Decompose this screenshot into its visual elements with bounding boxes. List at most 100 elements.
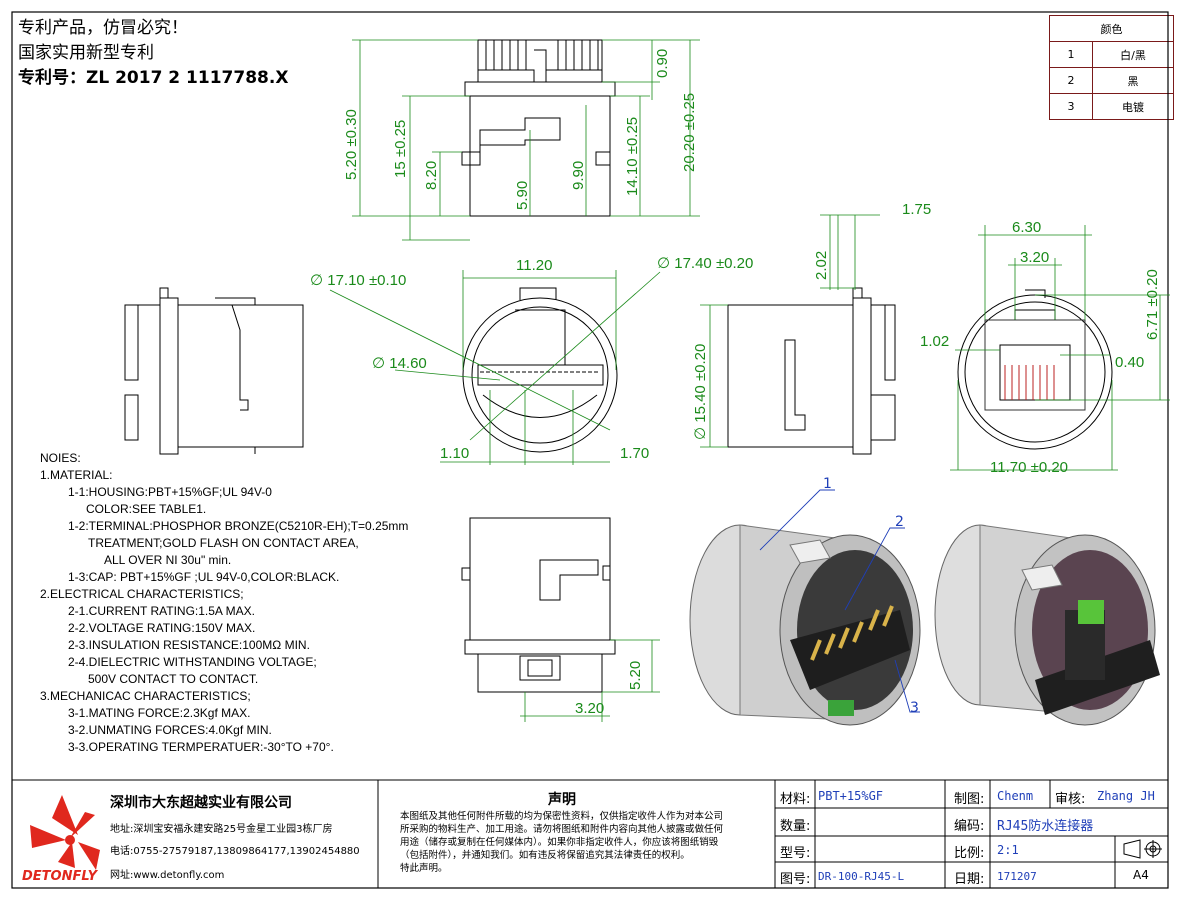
callout-2: 2: [895, 514, 904, 530]
note-heading: NOIES:: [40, 451, 81, 465]
dim-front-1-10: 1.10: [440, 445, 469, 462]
company-address: 地址:深圳宝安福永建安路25号金星工业园3栋厂房: [110, 824, 333, 835]
statement-title: 声明: [548, 792, 576, 808]
company-logo: [30, 795, 100, 870]
note-line: 1-2:TERMINAL:PHOSPHOR BRONZE(C5210R-EH);…: [68, 519, 409, 533]
dim-end-11-70: 11.70 ±0.20: [990, 459, 1068, 476]
note-line: TREATMENT;GOLD FLASH ON CONTACT AREA,: [88, 536, 359, 550]
dim-end-0-40: 0.40: [1115, 354, 1144, 371]
dim-side-2-02: 2.02: [813, 251, 830, 280]
bottom-view: [461, 517, 616, 693]
top-view: [461, 39, 616, 217]
dim-end-6-30: 6.30: [1012, 219, 1041, 236]
material-value: PBT+15%GF: [818, 789, 884, 803]
dim-top-14-10: 14.10 ±0.25: [624, 117, 641, 196]
note-line: 3-3.OPERATING TERMPERATUER:-30°TO +70°.: [68, 740, 334, 754]
front-view-dims: [329, 270, 661, 465]
left-side-view: [124, 287, 304, 455]
statement-body: 本图纸及其他任何附件所载的均为保密性资料，仅供指定收件人作为对本公司 所采购的物…: [400, 810, 723, 875]
right-side-view: [727, 287, 896, 455]
patent-notice: 专利产品，仿冒必究！ 国家实用新型专利 专利号：ZL 2017 2 111778…: [18, 16, 288, 91]
scale-value: 2:1: [997, 843, 1019, 857]
callout-leaders: [759, 489, 920, 713]
statement-line: 用途（储存或复制在任何媒体内）。如果你非指定收件人，你应该将图纸销毁: [400, 837, 719, 848]
iso-view-2: [934, 524, 1160, 726]
callout-1: 1: [823, 476, 832, 492]
code-label: 编码:: [954, 819, 985, 834]
note-line: 3-2.UNMATING FORCES:4.0Kgf MIN.: [68, 723, 272, 737]
logo-text: DETONFLY: [22, 869, 99, 884]
right-side-dims: [700, 214, 880, 448]
drawn-value: Chenm: [997, 789, 1034, 803]
statement-line: （包括附件），并通知我们。如有违反将保留追究其法律责任的权利。: [400, 850, 690, 861]
dim-front-1-70: 1.70: [620, 445, 649, 462]
dim-bottom-3-20: 3.20: [575, 700, 604, 717]
callout-3: 3: [910, 700, 919, 716]
company-name: 深圳市大东超越实业有限公司: [110, 795, 292, 811]
dim-top-5-20: 5.20 ±0.30: [343, 109, 360, 180]
color-row-no: 2: [1049, 67, 1093, 94]
note-line: 2-1.CURRENT RATING:1.5A MAX.: [68, 604, 255, 618]
title-block-lines: [12, 779, 1168, 888]
end-view: [957, 289, 1113, 450]
dim-end-6-71: 6.71 ±0.20: [1144, 269, 1161, 340]
date-label: 日期:: [954, 872, 985, 887]
dim-front-14-60: ∅ 14.60: [372, 355, 427, 372]
end-view-dims: [950, 225, 1170, 471]
drawing-frame: [11, 11, 1169, 889]
color-row-value: 电镀: [1092, 93, 1174, 120]
dim-top-8-20: 8.20: [423, 161, 440, 190]
drawn-label: 制图:: [954, 792, 985, 807]
note-line: 500V CONTACT TO CONTACT.: [88, 672, 259, 686]
front-view: [462, 287, 618, 453]
drawing-no-label: 图号:: [780, 872, 811, 887]
qty-label: 数量:: [780, 819, 811, 834]
note-line: 2-2.VOLTAGE RATING:150V MAX.: [68, 621, 256, 635]
color-table-header: 颜色: [1049, 15, 1174, 42]
scale-label: 比例:: [954, 846, 985, 861]
projection-symbol: [1123, 839, 1162, 859]
dim-top-5-90: 5.90: [514, 181, 531, 210]
company-phone: 电话:0755-27579187,13809864177,13902454880: [110, 846, 360, 857]
note-line: 1.MATERIAL:: [40, 468, 113, 482]
note-line: 1-1:HOUSING:PBT+15%GF;UL 94V-0: [68, 485, 272, 499]
sheet-size: A4: [1133, 868, 1149, 882]
review-label: 审核:: [1055, 792, 1086, 807]
statement-line: 本图纸及其他任何附件所载的均为保密性资料，仅供指定收件人作为对本公司: [400, 811, 724, 822]
dim-top-20-20: 20.20 ±0.25: [681, 93, 698, 172]
note-line: 2-3.INSULATION RESISTANCE:100MΩ MIN.: [68, 638, 310, 652]
dim-end-1-02: 1.02: [920, 333, 949, 350]
review-value: Zhang JH: [1097, 789, 1155, 803]
dim-side-1-75: 1.75: [902, 201, 931, 218]
dim-top-9-90: 9.90: [570, 161, 587, 190]
color-row-no: 1: [1049, 41, 1093, 68]
patent-number: 专利号：ZL 2017 2 1117788.X: [18, 68, 289, 88]
dim-front-17-40: ∅ 17.40 ±0.20: [657, 255, 753, 272]
iso-view-1: [689, 524, 921, 726]
company-web: 网址:www.detonfly.com: [110, 870, 225, 881]
color-row-no: 3: [1049, 93, 1093, 120]
model-label: 型号:: [780, 846, 811, 861]
notes-block: NOIES: 1.MATERIAL: 1-1:HOUSING:PBT+15%GF…: [40, 450, 408, 756]
material-label: 材料:: [780, 792, 811, 807]
note-line: 3.MECHANICAC CHARACTERISTICS;: [40, 689, 251, 703]
patent-line-1: 专利产品，仿冒必究！: [18, 18, 188, 38]
date-value: 171207: [997, 870, 1037, 883]
dim-end-3-20: 3.20: [1020, 249, 1049, 266]
top-view-dims: [352, 39, 700, 241]
note-line: 2.ELECTRICAL CHARACTERISTICS;: [40, 587, 244, 601]
note-line: 1-3:CAP: PBT+15%GF ;UL 94V-0,COLOR:BLACK…: [68, 570, 340, 584]
note-line: ALL OVER NI 30u" min.: [104, 553, 232, 567]
statement-line: 所采购的物料生产、加工用途。请勿将图纸和附件内容向其他人披露或做任何: [400, 824, 724, 835]
note-line: COLOR:SEE TABLE1.: [86, 502, 207, 516]
color-row-value: 黑: [1092, 67, 1174, 94]
dim-side-15-40: ∅ 15.40 ±0.20: [692, 344, 709, 440]
dim-front-17-10: ∅ 17.10 ±0.10: [310, 272, 406, 289]
code-value: RJ45防水连接器: [997, 819, 1094, 834]
dim-bottom-5-20: 5.20: [627, 661, 644, 690]
drawing-no-value: DR-100-RJ45-L: [818, 870, 905, 883]
statement-line: 特此声明。: [400, 863, 448, 874]
note-line: 3-1.MATING FORCE:2.3Kgf MAX.: [68, 706, 251, 720]
